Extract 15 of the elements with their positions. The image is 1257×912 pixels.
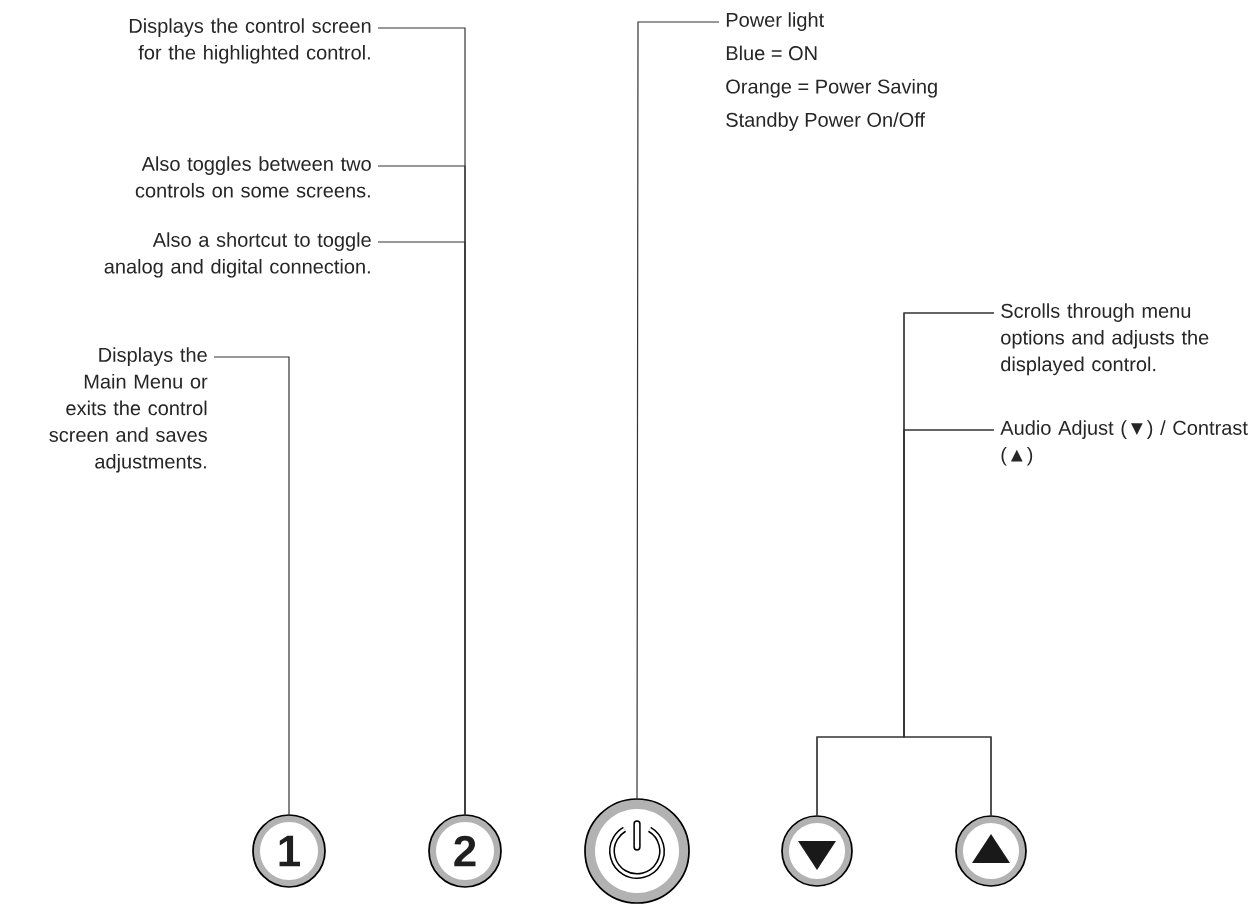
power-button (584, 798, 690, 904)
callout-text: Also toggles between two controls on some screens. (135, 156, 371, 198)
callout-text: Also a shortcut to toggle analog and digital connection. (104, 232, 371, 278)
callout-text: Audio Adjust (▼) / Contrast (▲) (1000, 420, 1248, 466)
callout-text: Displays the control screen for the highlighted control. (129, 18, 371, 64)
callout-text: Displays the Main Menu or exits the control screen and saves adjustments. (49, 347, 208, 473)
up-button (955, 815, 1027, 887)
callout-text: Scrolls through menu options and adjusts the displayed control. (1001, 303, 1209, 376)
number-button: 2 (428, 814, 502, 888)
callout-text: Power light Blue = ON Orange = Power Saving Standby Power On/Off (726, 12, 937, 131)
number-button: 1 (252, 814, 326, 888)
leader-line (213, 356, 290, 816)
leader-line (636, 21, 720, 800)
down-button (781, 815, 853, 887)
leader-line (903, 429, 995, 817)
